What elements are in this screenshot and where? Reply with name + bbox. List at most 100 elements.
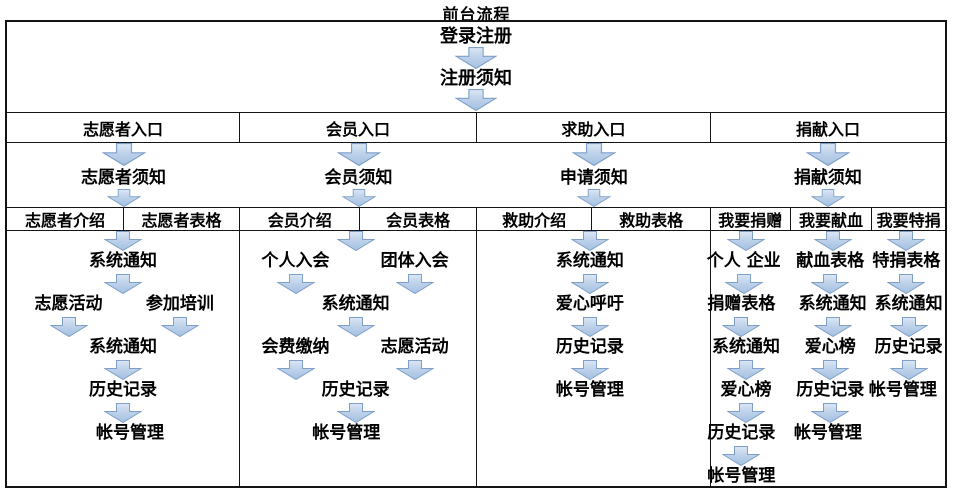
arrow-down-icon [335,143,382,167]
arrow-down-icon [100,143,147,167]
flow-node: 帐号管理 [707,466,776,486]
flow-table: 登录注册注册须知 志愿者入口会员入口求助入口捐献入口 志愿者须知会员须知申请须知… [5,20,947,488]
arrow-down-icon [726,231,766,252]
subheader-cell: 志愿者介绍 [7,208,124,230]
arrow-down-icon [160,317,200,338]
arrow-down-icon [48,317,89,338]
arrow-down-icon [453,47,499,70]
arrow-down-icon [275,274,316,295]
arrow-down-icon [886,231,927,252]
arrow-down-icon [812,317,853,338]
subheader-cell: 志愿者表格 [141,211,222,230]
arrow-down-icon [394,360,435,381]
top-flow-node: 登录注册 [440,26,512,47]
flow-node: 帐号管理 [96,423,164,443]
arrow-down-icon [721,446,762,467]
subheader-group-1: 会员介绍 会员表格 [240,208,477,230]
subheader-cell: 我要特捐 [876,211,941,230]
arrow-down-icon [810,274,851,295]
content-cell-0: 系统通知志愿活动参加培训系统通知历史记录帐号管理 [7,231,241,486]
arrow-down-icon [275,360,316,381]
arrow-down-icon [340,189,377,208]
flow-node: 献血表格 [796,251,865,271]
flow-node: 帐号管理 [868,380,937,400]
flow-node: 帐号管理 [555,380,624,400]
flow-node: 爱心呼吁 [555,294,624,314]
subheader-cell: 会员介绍 [240,208,361,230]
arrow-down-icon [570,317,610,338]
subheader-row: 志愿者介绍志愿者表格会员介绍 会员表格 救助介绍 救助表格 我要捐赠我要献血我要特捐 [7,208,945,231]
notice-label: 志愿者须知 [81,167,167,188]
subheader-cell: 我要捐赠 [711,208,791,230]
arrow-down-icon [103,360,143,381]
flow-node: 历史记录 [796,380,865,400]
flow-node: 系统通知 [89,251,158,271]
subheader-group-0: 志愿者介绍志愿者表格 [7,208,241,230]
flow-node: 历史记录 [89,380,158,400]
notice-cell-2: 申请须知 [477,143,711,208]
flow-node: 志愿活动 [34,294,103,314]
flow-node: 历史记录 [874,337,943,357]
notice-cell-0: 志愿者须知 [7,143,240,208]
flow-node: 系统通知 [321,294,390,314]
flow-node: 团体入会 [380,251,449,271]
arrow-down-icon [453,89,499,112]
arrow-down-icon [103,231,143,252]
arrow-down-icon [394,274,435,295]
arrow-down-icon [888,317,929,338]
arrow-down-icon [571,143,617,167]
flow-node: 历史记录 [555,337,624,357]
column-header-3: 捐献入口 [795,119,860,139]
arrow-down-icon [888,360,929,381]
arrow-down-icon [723,274,764,295]
arrow-down-icon [810,189,846,208]
subheader-cell: 救助介绍 [477,208,593,230]
arrow-down-icon [103,403,143,424]
flow-node: 爱心榜 [804,337,856,357]
arrow-down-icon [812,231,853,252]
flow-node: 帐号管理 [793,423,862,443]
subheader-cell: 会员表格 [386,211,451,230]
flow-node: 个人 企业 [706,251,781,271]
flow-node: 系统通知 [555,251,624,271]
flow-node: 历史记录 [321,380,390,400]
arrow-down-icon [810,360,851,381]
arrow-down-icon [886,274,927,295]
column-header-0: 志愿者入口 [7,113,241,142]
arrow-down-icon [570,231,610,252]
content-cell-3: 个人 企业捐赠表格系统通知爱心榜历史记录帐号管理献血表格系统通知爱心榜历史记录帐… [707,231,945,486]
arrow-down-icon [570,274,610,295]
notice-row: 志愿者须知 会员须知 申请须知 捐献须知 [7,143,945,208]
arrow-down-icon [810,403,851,424]
subheader-cell: 救助表格 [619,211,684,230]
arrow-down-icon [805,143,851,167]
subheader-group-2: 救助介绍 救助表格 [477,208,711,230]
column-header-row: 志愿者入口会员入口求助入口 捐献入口 [7,113,945,143]
flow-node: 系统通知 [874,294,943,314]
arrow-down-icon [103,274,143,295]
column-header-1: 会员入口 [240,113,477,142]
flow-node: 捐赠表格 [707,294,776,314]
flow-node: 个人入会 [261,251,330,271]
arrow-down-icon [576,189,612,208]
flow-node: 参加培训 [145,294,214,314]
notice-cell-3: 捐献须知 [711,143,945,208]
subheader-cell: 我要献血 [791,208,873,230]
notice-cell-1: 会员须知 [240,143,477,208]
notice-label: 捐献须知 [793,167,862,188]
arrow-down-icon [105,189,142,208]
flow-node: 会费缴纳 [261,337,330,357]
notice-label: 申请须知 [559,167,628,188]
arrow-down-icon [721,317,762,338]
arrow-down-icon [335,403,376,424]
arrow-down-icon [726,403,766,424]
content-cell-1: 个人入会团体入会系统通知会费缴纳志愿活动历史记录帐号管理 [240,231,477,486]
content-cell-2: 系统通知爱心呼吁历史记录帐号管理 [477,231,711,486]
flow-node: 系统通知 [798,294,867,314]
notice-label: 会员须知 [324,167,393,188]
flow-node: 系统通知 [89,337,158,357]
arrow-down-icon [335,317,376,338]
flow-node: 帐号管理 [312,423,381,443]
column-header-2: 求助入口 [477,113,711,142]
arrow-down-icon [570,360,610,381]
